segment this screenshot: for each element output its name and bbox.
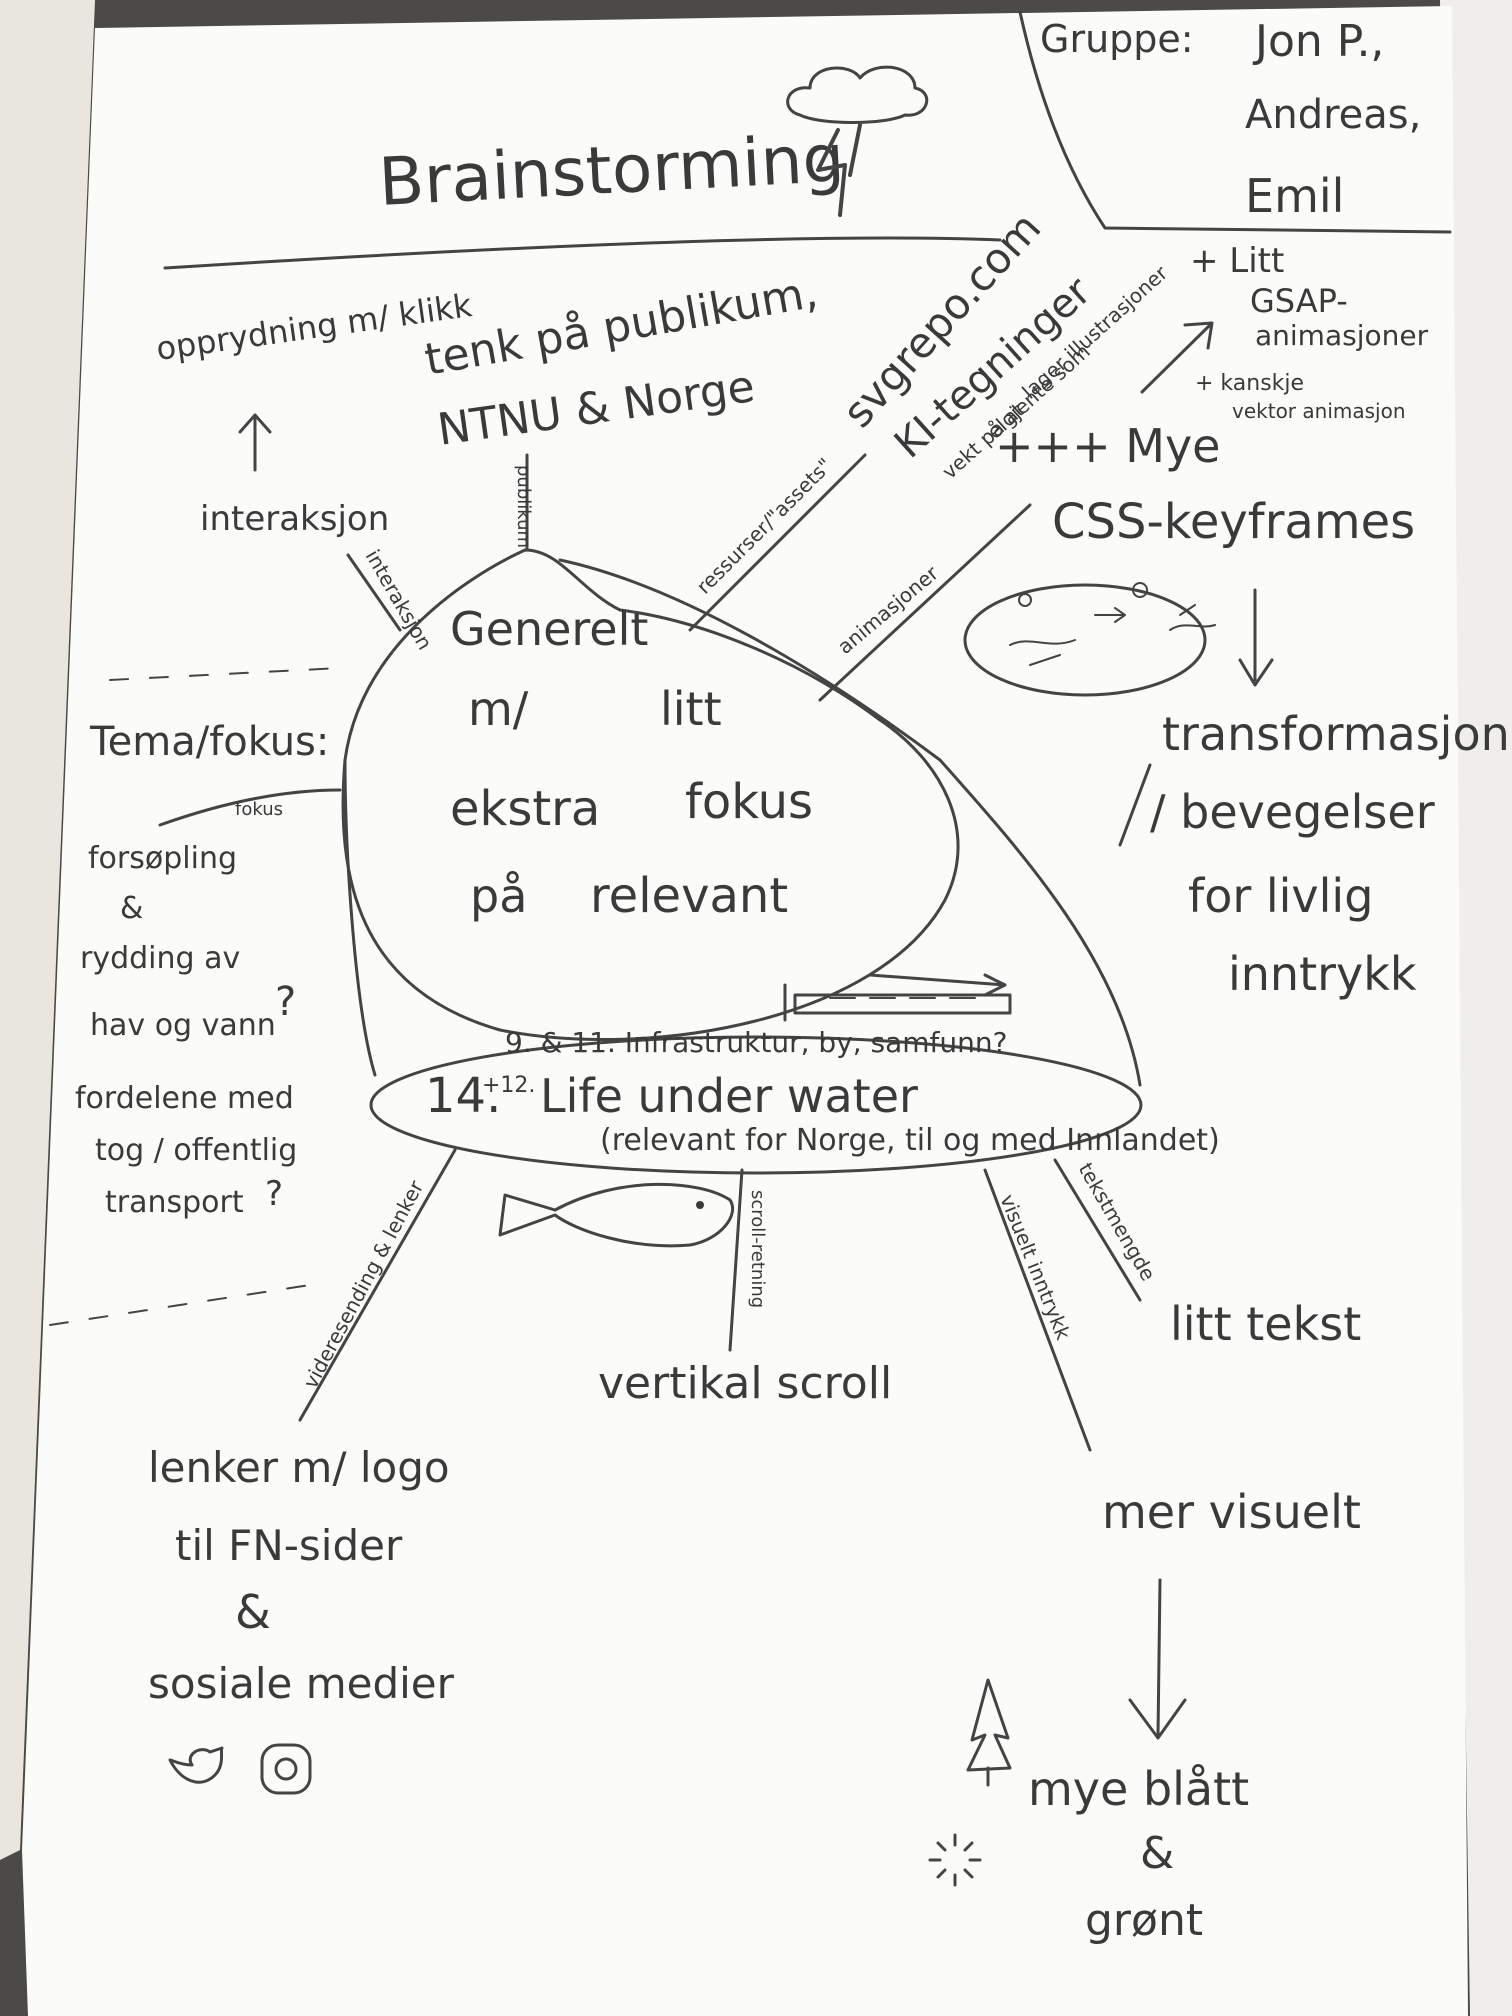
label-mer-visuelt: mer visuelt (1102, 1485, 1361, 1539)
side-paper (1440, 0, 1512, 2016)
fish-icon (498, 1182, 734, 1248)
group-box: Gruppe: Jon P., Andreas, Emil (1018, 10, 1452, 234)
label-bevegelser: / bevegelser (1150, 785, 1435, 839)
tema-item-2: & (120, 891, 143, 926)
label-interaksjon: interaksjon (200, 499, 389, 539)
center-line-6: på (470, 869, 527, 923)
center-base-sup: +12. (482, 1073, 535, 1098)
label-vektor: vektor animasjon (1232, 399, 1406, 423)
center-line-3: litt (660, 682, 722, 736)
label-inntrykk: inntrykk (1228, 947, 1417, 1001)
center-line-4: ekstra (450, 781, 600, 837)
instagram-icon (260, 1743, 312, 1795)
tema-item-5: ? (275, 979, 296, 1025)
tema-item-7: tog / offentlig (95, 1133, 297, 1168)
label-gront: grønt (1085, 1895, 1203, 1946)
center-line-7: relevant (590, 868, 788, 924)
label-gsap-anim: animasjoner (1255, 319, 1429, 352)
tree-icon (966, 1678, 1012, 1787)
label-vertikal-scroll: vertikal scroll (598, 1358, 892, 1409)
group-label: Gruppe: (1040, 17, 1194, 61)
center-line-2: m/ (468, 682, 529, 736)
center-line-5: fokus (685, 774, 813, 830)
ocean-scene-icon (963, 582, 1216, 697)
label-gsap: GSAP- (1250, 282, 1348, 320)
group-member-2: Andreas, (1245, 92, 1421, 138)
tag-fokus: fokus (235, 799, 283, 820)
label-kanskje: + kanskje (1195, 371, 1304, 396)
tema-item-3: rydding av (80, 941, 240, 976)
label-livlig: for livlig (1188, 869, 1373, 923)
label-lenker: lenker m/ logo (148, 1443, 450, 1492)
train-icon (783, 973, 1012, 1022)
center-base-words: Life under water (540, 1069, 918, 1123)
tema-item-4: hav og vann (90, 1008, 276, 1043)
center-topic: Generelt m/ litt ekstra fokus på relevan… (341, 548, 1220, 1175)
paper-sheet (22, 6, 1468, 2016)
branch-scroll: scroll-retning vertikal scroll (598, 1168, 892, 1409)
tema-item-8: transport (105, 1185, 244, 1220)
tema-item-1: forsøpling (88, 841, 237, 876)
group-member-1: Jon P., (1252, 16, 1384, 67)
label-tema: Tema/fokus: (89, 719, 329, 765)
tag-publikum: publikum (513, 465, 534, 548)
center-base-num: 14. (425, 1068, 501, 1124)
branch-tema: fokus Tema/fokus: forsøpling & rydding a… (49, 667, 342, 1326)
center-base-top: 9. & 11. Infrastruktur, by, samfunn? (505, 1026, 1008, 1059)
label-litt-tekst: litt tekst (1170, 1297, 1361, 1351)
group-member-3: Emil (1245, 169, 1344, 223)
label-og: & (235, 1585, 271, 1639)
label-transformasjon: transformasjon (1162, 707, 1510, 761)
under-paper (0, 0, 95, 1860)
twitter-icon (168, 1746, 224, 1784)
lightning-icon (816, 123, 862, 217)
label-sosiale-medier: sosiale medier (148, 1659, 455, 1708)
label-og-2: & (1140, 1828, 1174, 1879)
tema-item-6: fordelene med (75, 1081, 294, 1116)
branch-animasjoner: animasjoner +++ Mye CSS-keyframes + Litt… (818, 241, 1510, 1001)
center-base-note: (relevant for Norge, til og med Innlande… (600, 1123, 1220, 1158)
label-fn-sider: til FN-sider (175, 1521, 403, 1570)
tag-scroll: scroll-retning (747, 1190, 768, 1308)
label-mye: +++ Mye (995, 419, 1220, 473)
tema-item-9: ? (265, 1174, 283, 1214)
label-mye-blatt: mye blått (1028, 1762, 1249, 1816)
label-litt: + Litt (1190, 241, 1284, 281)
sun-icon (928, 1833, 982, 1887)
cloud-icon (786, 65, 929, 124)
label-css-keyframes: CSS-keyframes (1052, 494, 1415, 550)
center-line-1: Generelt (450, 602, 648, 656)
header-divider (163, 236, 1002, 270)
